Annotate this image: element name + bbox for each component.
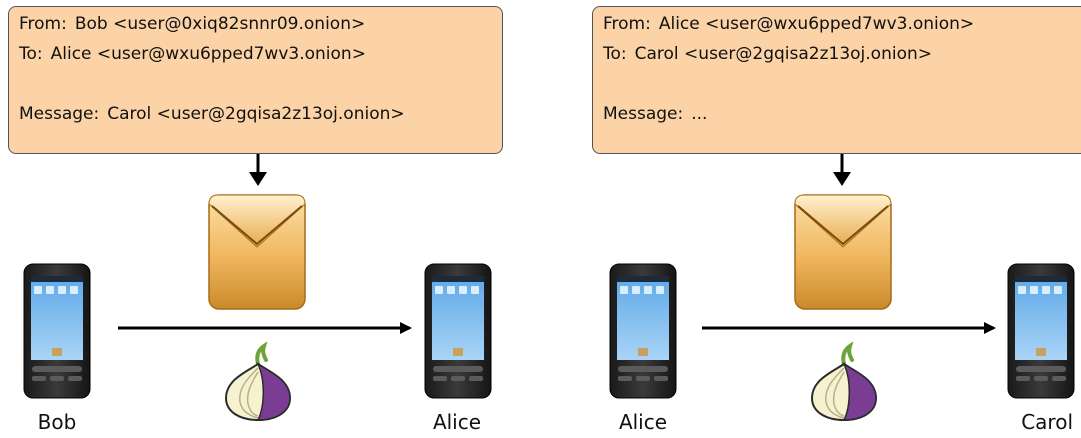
receiver-label-left: Alice	[432, 410, 482, 434]
body-line: Message: Carol <user@2gqisa2z13oj.onion>	[19, 99, 492, 129]
from-value: Alice <user@wxu6pped7wv3.onion>	[658, 14, 975, 34]
send-arrow-right	[702, 322, 996, 334]
to-line: To: Carol <user@2gqisa2z13oj.onion>	[603, 39, 1071, 69]
to-value: Alice <user@wxu6pped7wv3.onion>	[50, 44, 366, 64]
from-label: From:	[603, 14, 651, 34]
to-value: Carol <user@2gqisa2z13oj.onion>	[634, 44, 932, 64]
body-label: Message:	[19, 104, 100, 124]
message-box-right: From: Alice <user@wxu6pped7wv3.onion> To:…	[592, 6, 1081, 154]
body-line: Message:...	[603, 99, 1071, 129]
to-label: To:	[19, 44, 43, 64]
phone-icon	[609, 263, 677, 399]
from-line: From: Alice <user@wxu6pped7wv3.onion>	[603, 9, 1071, 39]
body-value: Carol <user@2gqisa2z13oj.onion>	[107, 104, 405, 124]
from-value: Bob <user@0xiq82snnr09.onion>	[74, 14, 366, 34]
phone-icon	[1007, 263, 1075, 399]
envelope-icon	[208, 194, 306, 310]
from-line: From: Bob <user@0xiq82snnr09.onion>	[19, 9, 492, 39]
to-line: To: Alice <user@wxu6pped7wv3.onion>	[19, 39, 492, 69]
send-arrow-left	[118, 322, 412, 334]
envelope-icon	[794, 194, 892, 310]
tor-onion-icon	[810, 342, 878, 422]
body-label: Message:	[603, 104, 684, 124]
down-arrow-left	[249, 154, 267, 186]
down-arrow-right	[833, 154, 851, 186]
receiver-label-right: Carol	[1021, 410, 1073, 434]
sender-label-left: Bob	[37, 410, 77, 434]
message-box-left: From: Bob <user@0xiq82snnr09.onion> To: Al…	[8, 6, 503, 154]
tor-onion-icon	[224, 342, 292, 422]
body-value: ...	[691, 104, 708, 124]
phone-icon	[23, 263, 91, 399]
sender-label-right: Alice	[618, 410, 668, 434]
to-label: To:	[603, 44, 627, 64]
from-label: From:	[19, 14, 67, 34]
phone-icon	[424, 263, 492, 399]
